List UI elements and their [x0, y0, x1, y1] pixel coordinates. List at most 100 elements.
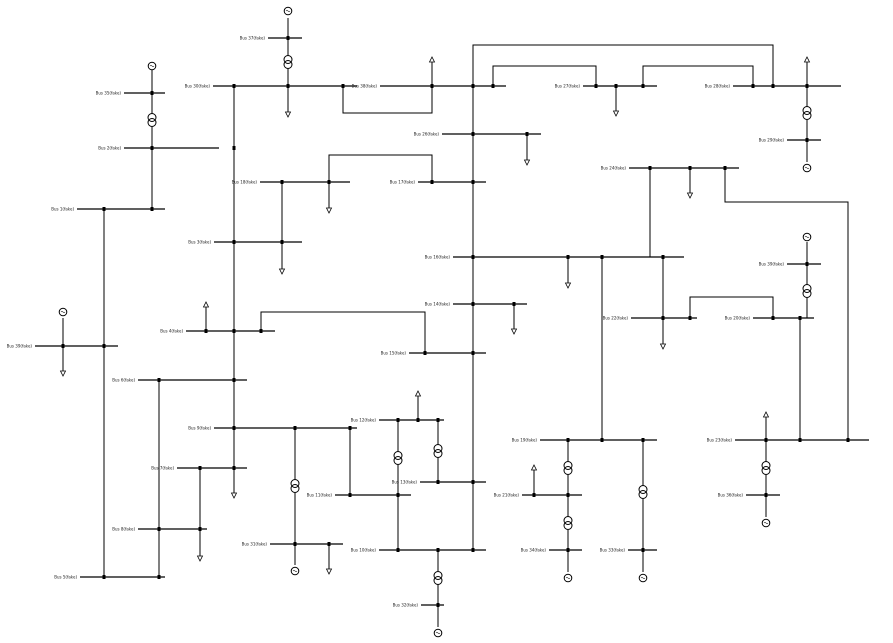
breaker-node — [525, 132, 529, 136]
breaker-node — [566, 548, 570, 552]
bus-26-label: Bus 26(fake) — [414, 132, 440, 137]
bus-29-label: Bus 29(fake) — [759, 138, 785, 143]
breaker-node — [102, 575, 106, 579]
generator-icon — [761, 518, 771, 528]
transformer-icon — [283, 55, 293, 69]
load-arrow-icon — [196, 529, 204, 562]
breaker-node — [232, 329, 236, 333]
breaker-node — [430, 84, 434, 88]
bus-19-label: Bus 19(fake) — [512, 438, 538, 443]
bus-15-label: Bus 15(fake) — [381, 351, 407, 356]
bus-24-label: Bus 24(fake) — [601, 166, 627, 171]
breaker-node — [157, 527, 161, 531]
generator-icon — [563, 573, 573, 583]
breaker-node — [798, 438, 802, 442]
injection-arrow-icon — [803, 56, 811, 86]
branch-line — [689, 296, 774, 318]
transformer-icon — [433, 571, 443, 585]
breaker-node — [102, 207, 106, 211]
transformer-icon — [393, 451, 403, 465]
breaker-node — [471, 132, 475, 136]
generator-icon — [802, 163, 812, 173]
breaker-node — [600, 255, 604, 259]
load-arrow-icon — [230, 468, 238, 499]
breaker-node — [198, 466, 202, 470]
breaker-node — [471, 548, 475, 552]
bus-1-label: Bus 1(fake) — [51, 207, 74, 212]
bus-33-label: Bus 33(fake) — [600, 548, 626, 553]
bus-22-label: Bus 22(fake) — [603, 316, 629, 321]
breaker-node — [102, 344, 106, 348]
breaker-node — [471, 351, 475, 355]
breaker-node — [157, 575, 161, 579]
breaker-node — [771, 84, 775, 88]
bus-18-label: Bus 18(fake) — [232, 180, 258, 185]
bus-36-label: Bus 36(fake) — [718, 493, 744, 498]
load-arrow-icon — [510, 304, 518, 335]
breaker-node — [61, 344, 65, 348]
breaker-node — [280, 240, 284, 244]
breaker-node — [348, 493, 352, 497]
transformer-icon — [802, 284, 812, 298]
bus-5-label: Bus 5(fake) — [54, 575, 77, 580]
bus-37-label: Bus 37(fake) — [240, 36, 266, 41]
breaker-node — [430, 180, 434, 184]
transformer-icon — [761, 461, 771, 475]
transformer-icon — [290, 479, 300, 493]
breaker-node — [688, 316, 692, 320]
breaker-node — [641, 548, 645, 552]
bus-3-label: Bus 3(fake) — [188, 240, 211, 245]
bus-38-label: Bus 38(fake) — [352, 84, 378, 89]
breaker-node — [348, 426, 352, 430]
breaker-node — [150, 91, 154, 95]
bus-2-label: Bus 2(fake) — [98, 146, 121, 151]
breaker-node — [471, 302, 475, 306]
breaker-node — [232, 146, 236, 150]
bus-bars — [35, 37, 869, 606]
breaker-node — [396, 493, 400, 497]
injection-arrow-icon — [530, 464, 538, 495]
breaker-node — [293, 426, 297, 430]
breaker-node — [641, 84, 645, 88]
breaker-node — [232, 240, 236, 244]
bus-39-label: Bus 39(fake) — [759, 262, 785, 267]
breaker-node — [798, 316, 802, 320]
transformer-icon — [563, 461, 573, 475]
breaker-node — [805, 84, 809, 88]
breaker-node — [436, 548, 440, 552]
bus-30-label: Bus 30(fake) — [185, 84, 211, 89]
bus-8-label: Bus 8(fake) — [112, 527, 135, 532]
branch-line — [260, 311, 426, 353]
breaker-node — [341, 84, 345, 88]
bus-28-label: Bus 28(fake) — [705, 84, 731, 89]
breaker-node — [771, 316, 775, 320]
breaker-node — [723, 166, 727, 170]
breaker-node — [566, 255, 570, 259]
injection-arrow-icon — [762, 411, 770, 440]
bus-35-label: Bus 35(fake) — [96, 91, 122, 96]
bus-11-label: Bus 11(fake) — [307, 493, 333, 498]
generator-icon — [433, 628, 443, 638]
transformer-icon — [433, 444, 443, 458]
bus-6-label: Bus 6(fake) — [112, 378, 135, 383]
breaker-node — [471, 180, 475, 184]
breaker-node — [614, 84, 618, 88]
load-arrow-icon — [612, 86, 620, 117]
breaker-node — [661, 316, 665, 320]
branch-line — [342, 86, 433, 114]
breaker-node — [280, 180, 284, 184]
breaker-node — [198, 527, 202, 531]
generator-icon — [58, 307, 68, 317]
bus-39-label: Bus 39(fake) — [7, 344, 33, 349]
injection-arrow-icon — [202, 301, 210, 331]
breaker-node — [150, 207, 154, 211]
breaker-node — [327, 180, 331, 184]
breaker-node — [471, 84, 475, 88]
bus-9-label: Bus 9(fake) — [188, 426, 211, 431]
breaker-node — [805, 138, 809, 142]
breaker-node — [471, 480, 475, 484]
breaker-node — [566, 438, 570, 442]
breaker-node — [293, 542, 297, 546]
branch-line — [724, 168, 849, 440]
bus-13-label: Bus 13(fake) — [392, 480, 418, 485]
